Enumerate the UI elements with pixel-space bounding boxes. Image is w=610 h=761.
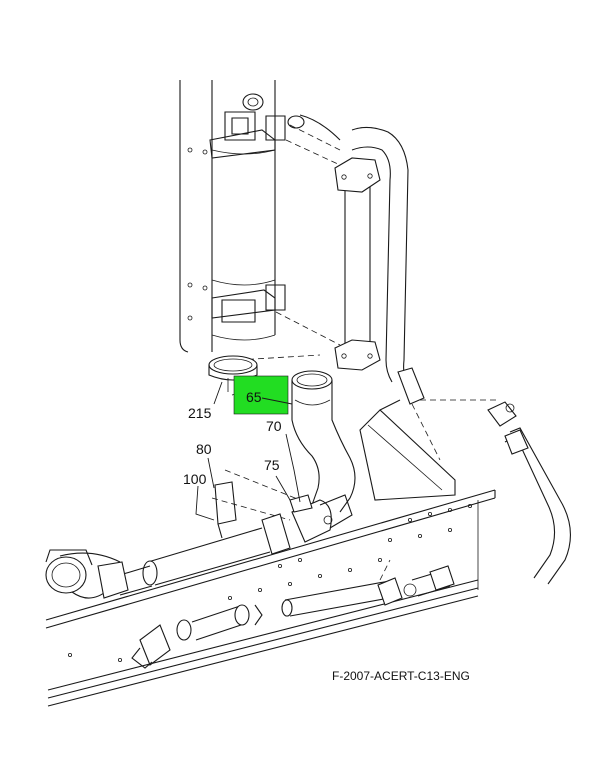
leader-215 [213, 381, 223, 405]
callout-65[interactable]: 65 [246, 389, 262, 405]
part-215-clamp [208, 355, 258, 392]
callout-65-highlight [233, 375, 289, 415]
callout-80[interactable]: 80 [196, 441, 212, 457]
right-clamp-flex [487, 401, 571, 585]
callout-215[interactable]: 215 [188, 405, 212, 421]
left-inlet-elbow [45, 549, 129, 599]
leader-65 [261, 397, 293, 405]
callout-70[interactable]: 70 [266, 418, 282, 434]
frame-plate [359, 399, 456, 501]
lower-pipe-assembly [131, 559, 455, 669]
vertical-exhaust-pipe [334, 126, 425, 405]
callout-labels: 65 70 75 80 100 215 [183, 389, 282, 487]
leader-70 [285, 433, 301, 503]
leader-100 [195, 485, 215, 521]
callout-100[interactable]: 100 [183, 471, 207, 487]
leader-lines [195, 381, 301, 521]
leader-75 [275, 475, 291, 501]
leader-80 [207, 457, 215, 489]
frame-rails [45, 489, 496, 707]
upper-elbow [287, 114, 341, 151]
upper-horizontal-pipe [119, 469, 353, 596]
part-70-flex-pipe [231, 370, 356, 513]
figure-id: F-2007-ACERT-C13-ENG [332, 669, 470, 683]
frame-holes [68, 503, 472, 663]
callout-75[interactable]: 75 [264, 457, 280, 473]
dpf-canister [179, 80, 286, 353]
